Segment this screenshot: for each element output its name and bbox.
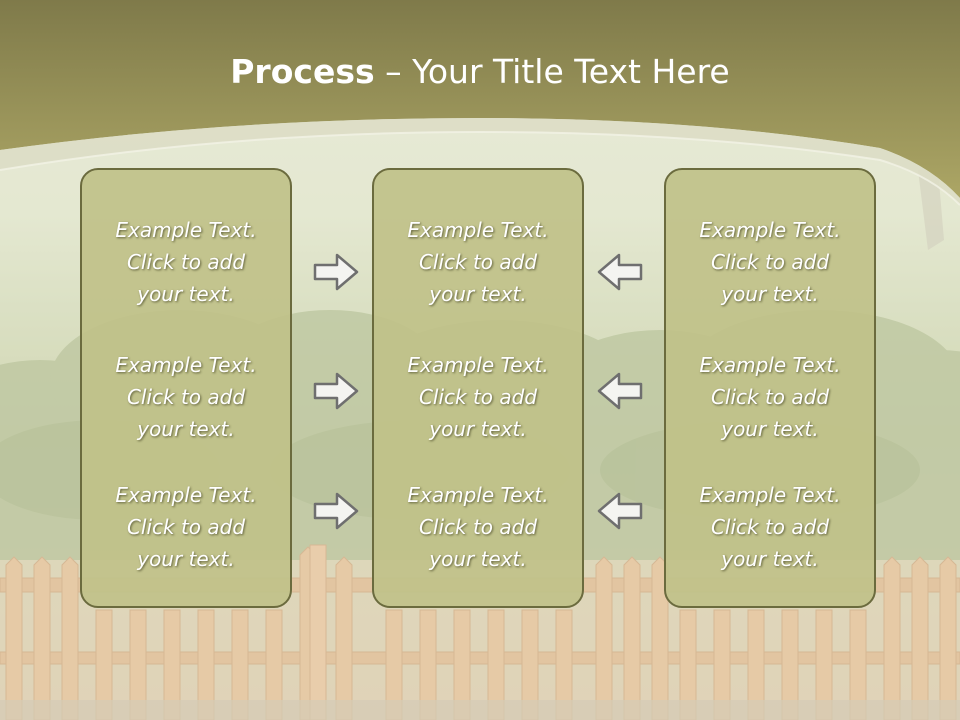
text-line: your text. — [429, 417, 527, 441]
right-arrow-icon — [313, 492, 359, 530]
text-line: Click to add — [126, 250, 246, 274]
text-line: Example Text. — [699, 483, 841, 507]
text-line: your text. — [721, 417, 819, 441]
right-arrow-icon — [313, 253, 359, 291]
text-line: Click to add — [418, 250, 538, 274]
text-line: Click to add — [418, 515, 538, 539]
text-line: Example Text. — [407, 218, 549, 242]
text-block[interactable]: Example Text. Click to add your text. — [82, 479, 290, 575]
text-line: Example Text. — [115, 483, 257, 507]
left-arrow-icon — [597, 253, 643, 291]
text-line: your text. — [429, 547, 527, 571]
title-bold-part: Process — [230, 52, 375, 91]
text-block[interactable]: Example Text. Click to add your text. — [666, 214, 874, 310]
text-box-left[interactable]: Example Text. Click to add your text. Ex… — [80, 168, 292, 608]
text-line: Click to add — [710, 515, 830, 539]
text-line: Click to add — [126, 515, 246, 539]
text-block[interactable]: Example Text. Click to add your text. — [666, 349, 874, 445]
text-line: Click to add — [710, 385, 830, 409]
text-line: Click to add — [126, 385, 246, 409]
text-line: your text. — [137, 282, 235, 306]
text-line: Example Text. — [699, 218, 841, 242]
text-box-center[interactable]: Example Text. Click to add your text. Ex… — [372, 168, 584, 608]
text-block[interactable]: Example Text. Click to add your text. — [374, 349, 582, 445]
text-block[interactable]: Example Text. Click to add your text. — [82, 349, 290, 445]
text-line: Example Text. — [407, 353, 549, 377]
header-band — [0, 0, 960, 206]
text-line: Example Text. — [699, 353, 841, 377]
text-line: your text. — [429, 282, 527, 306]
text-block[interactable]: Example Text. Click to add your text. — [666, 479, 874, 575]
text-line: Example Text. — [407, 483, 549, 507]
text-block[interactable]: Example Text. Click to add your text. — [374, 479, 582, 575]
text-line: your text. — [721, 282, 819, 306]
right-arrow-icon — [313, 372, 359, 410]
left-arrow-icon — [597, 372, 643, 410]
text-line: Example Text. — [115, 353, 257, 377]
text-line: your text. — [721, 547, 819, 571]
text-line: Example Text. — [115, 218, 257, 242]
text-block[interactable]: Example Text. Click to add your text. — [374, 214, 582, 310]
text-block[interactable]: Example Text. Click to add your text. — [82, 214, 290, 310]
text-box-right[interactable]: Example Text. Click to add your text. Ex… — [664, 168, 876, 608]
text-line: Click to add — [418, 385, 538, 409]
left-arrow-icon — [597, 492, 643, 530]
title-rest-part: – Your Title Text Here — [374, 52, 730, 91]
text-line: your text. — [137, 417, 235, 441]
slide-title[interactable]: Process – Your Title Text Here — [0, 52, 960, 91]
text-line: Click to add — [710, 250, 830, 274]
text-line: your text. — [137, 547, 235, 571]
